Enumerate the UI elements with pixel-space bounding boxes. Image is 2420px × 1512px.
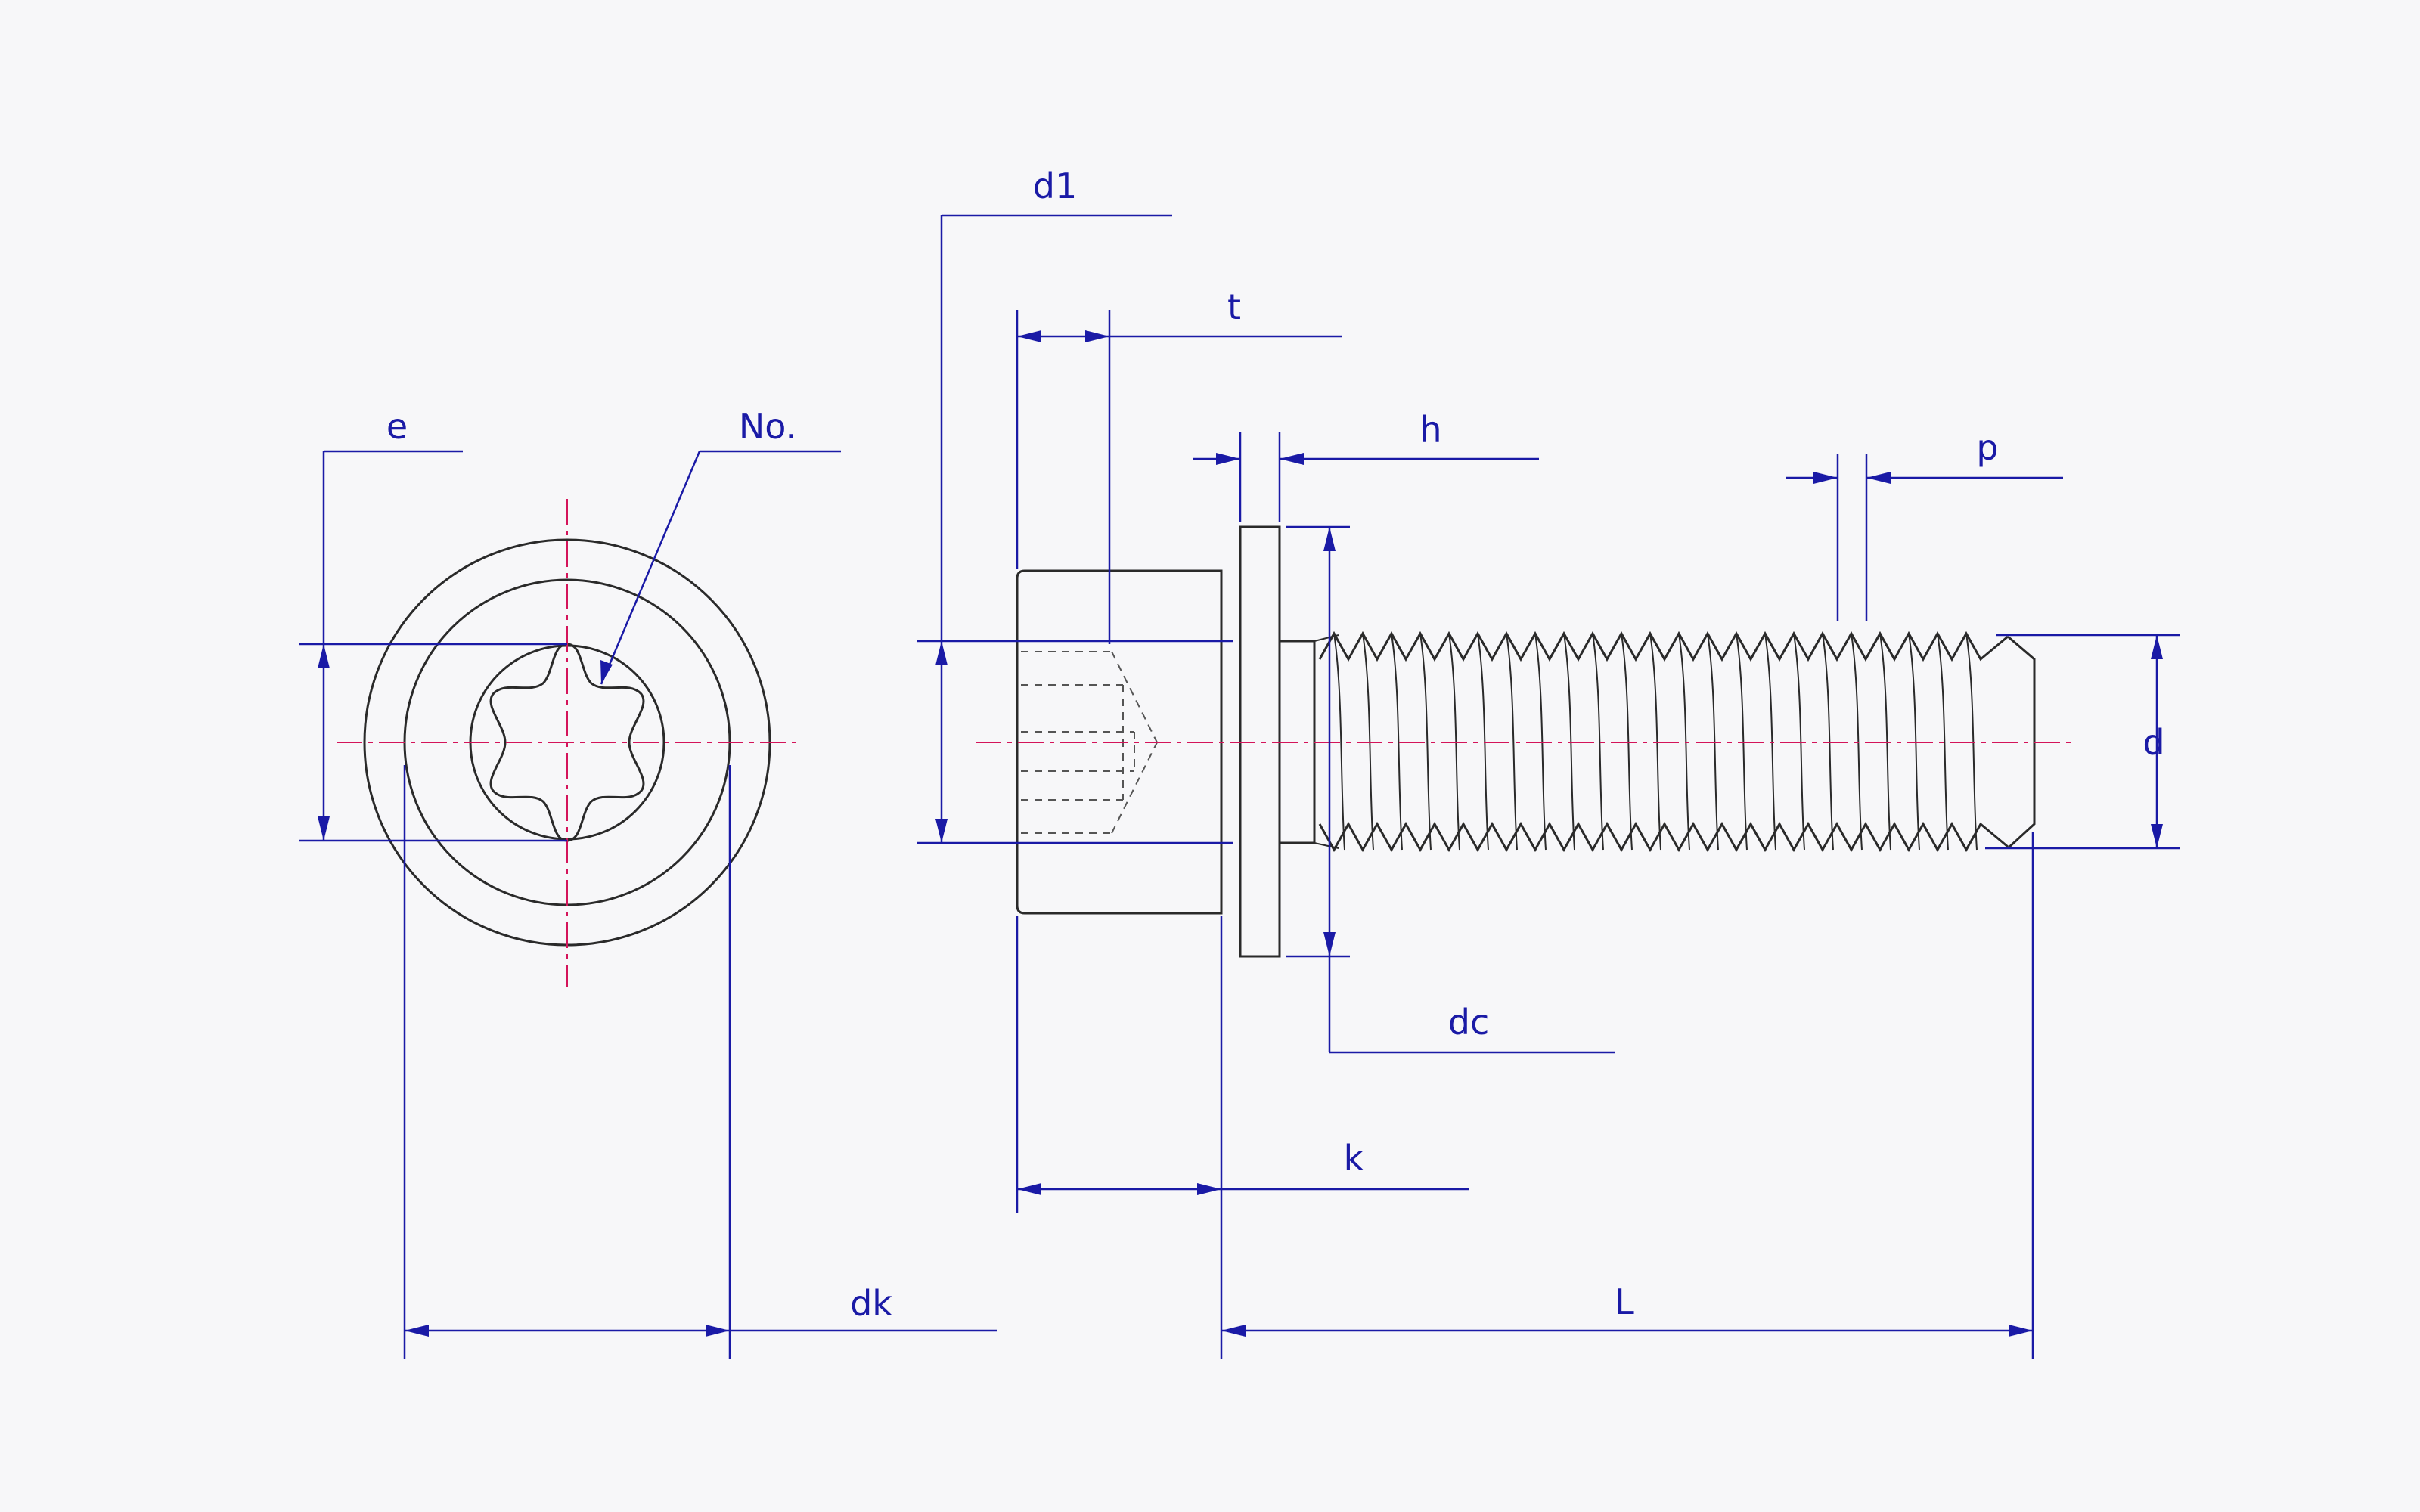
thread-flank	[1851, 633, 1863, 850]
side-view	[976, 525, 2076, 958]
thread-flank	[1736, 633, 1748, 850]
socket-hidden-lines	[1021, 651, 1158, 834]
screw-head	[1016, 569, 1223, 915]
recess-number-label: No.	[739, 406, 796, 447]
thread-flank	[1879, 633, 1891, 850]
thread-flank	[1678, 633, 1690, 850]
thread-flank	[1649, 633, 1661, 850]
thread-flank	[1621, 633, 1633, 850]
dimension-e: e	[299, 406, 567, 842]
dimension-dc-label: dc	[1448, 1002, 1490, 1043]
dimension-t-label: t	[1227, 287, 1241, 327]
dimension-e-label: e	[386, 406, 408, 447]
dimension-p: p	[1786, 427, 2063, 621]
dimension-L-label: L	[1615, 1281, 1634, 1322]
thread-flank	[1362, 633, 1374, 850]
end-view	[337, 499, 798, 987]
dimension-dk: dk	[403, 765, 997, 1359]
thread-flank	[1448, 633, 1460, 850]
thread-bottom-profile	[1318, 821, 2009, 853]
thread-flank	[1908, 633, 1920, 850]
dimension-h-label: h	[1419, 409, 1441, 450]
thread-flank	[1764, 633, 1776, 850]
thread-flank	[1822, 633, 1834, 850]
thread-flank	[1937, 633, 1949, 850]
thread-flank	[1391, 633, 1403, 850]
thread-flank	[1477, 633, 1489, 850]
thread-flank	[1592, 633, 1604, 850]
dimension-k-label: k	[1344, 1138, 1364, 1179]
dimension-d1-label: d1	[1033, 166, 1077, 206]
dimension-d1: d1	[917, 166, 1233, 844]
thread-flank	[1563, 633, 1575, 850]
dimension-dc: dc	[1286, 525, 1615, 1054]
thread-flank	[1793, 633, 1805, 850]
recess-number-leader: No.	[600, 406, 841, 685]
dimension-t: t	[1016, 287, 1342, 644]
dimension-d: d	[1985, 634, 2180, 850]
dimension-p-label: p	[1976, 427, 1998, 468]
dimension-d-label: d	[2142, 722, 2164, 763]
screw-thread	[1314, 631, 2036, 853]
dimension-L: L	[1221, 832, 2034, 1359]
dimension-dk-label: dk	[850, 1283, 892, 1324]
thread-top-profile	[1318, 631, 2009, 662]
thread-flank	[1707, 633, 1719, 850]
thread-flank	[1534, 633, 1547, 850]
thread-flank	[1506, 633, 1518, 850]
thread-flank	[1333, 633, 1345, 850]
dimension-h: h	[1193, 409, 1539, 522]
thread-flank	[1965, 633, 1978, 850]
thread-flank	[1419, 633, 1432, 850]
dimension-k: k	[1016, 916, 1469, 1359]
